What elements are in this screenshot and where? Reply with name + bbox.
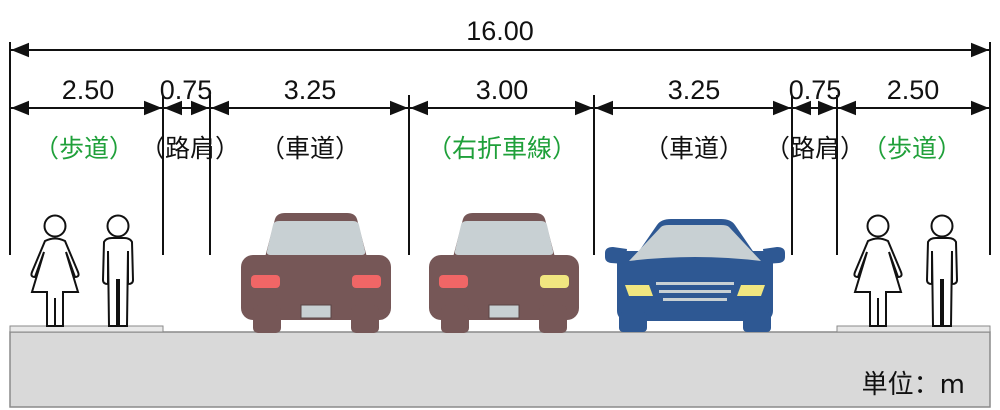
- segment-label-lane-right: （車道）: [644, 134, 744, 163]
- segment-width-right-turn-lane: 3.00: [476, 75, 529, 105]
- car-rear-left-lane-icon: [240, 212, 392, 334]
- segment-label-right-turn-lane: （右折車線）: [427, 134, 577, 163]
- segment-label-shoulder-left: （路肩）: [140, 134, 240, 163]
- car-front-blue-icon: [605, 219, 785, 332]
- segment-width-lane-right: 3.25: [668, 75, 721, 105]
- segment-width-lane-left: 3.25: [284, 75, 337, 105]
- car-rear-right-turn-lane-icon: [428, 212, 580, 334]
- segment-label-sidewalk-right: （歩道）: [862, 134, 962, 163]
- road-base: [9, 331, 991, 408]
- woman-pedestrian-icon: [853, 214, 903, 327]
- segment-width-sidewalk-left: 2.50: [62, 75, 115, 105]
- segment-label-sidewalk-left: （歩道）: [34, 134, 134, 163]
- sidewalk-curb-left: [9, 325, 164, 333]
- segment-width-shoulder-right: 0.75: [789, 75, 842, 105]
- unit-label: 単位：m: [862, 370, 965, 400]
- segment-label-shoulder-right: （路肩）: [765, 134, 865, 163]
- segment-width-sidewalk-right: 2.50: [887, 75, 940, 105]
- sidewalk-curb-right: [836, 325, 991, 333]
- man-pedestrian-icon: [101, 214, 135, 327]
- segment-label-lane-left: （車道）: [260, 134, 360, 163]
- extension-lines: [9, 42, 991, 255]
- man-pedestrian-icon: [925, 214, 959, 327]
- segment-width-shoulder-left: 0.75: [160, 75, 213, 105]
- total-width-label: 16.00: [466, 16, 534, 46]
- woman-pedestrian-icon: [30, 214, 80, 327]
